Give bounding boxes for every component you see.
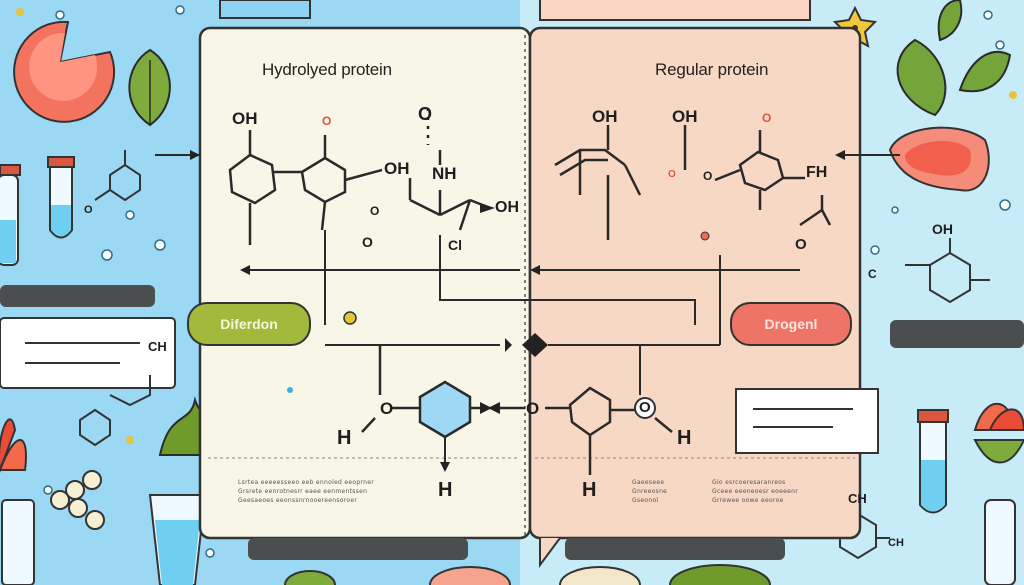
left-panel	[198, 26, 532, 540]
atom-label: O	[322, 114, 332, 128]
molecule-icon-left-bottom	[79, 375, 151, 447]
flask-icon-left	[47, 156, 75, 239]
center-diamond	[522, 333, 548, 357]
caption-line: Geesaeoes eeonssnrnooereensoroer	[238, 497, 358, 504]
arrow-into-left-panel	[190, 150, 200, 160]
atom-label: O	[668, 169, 676, 180]
steak-icon	[888, 126, 990, 192]
left-badge: Diferdon	[187, 302, 311, 346]
atom-label: O	[703, 169, 713, 183]
top-tab-right	[539, 0, 811, 21]
flask-icon-right	[917, 409, 949, 514]
atom-label: OH	[384, 159, 410, 178]
atom-label: OH	[932, 221, 953, 237]
atom-label: FH	[806, 164, 828, 181]
left-panel-title: Hydrolyed protein	[262, 60, 392, 79]
top-tab-left	[219, 0, 311, 19]
atom-label: OH	[232, 109, 258, 128]
bottom-bond-arrow-right	[488, 402, 500, 414]
molecule-icon-right	[905, 238, 990, 304]
speech-tail	[539, 537, 561, 569]
glass-of-water-icon	[148, 494, 207, 585]
atom-label: H	[582, 479, 597, 501]
atom-label: C	[868, 267, 877, 281]
atom-label: O	[370, 204, 380, 218]
caption-line: Grsrete eenrotnesrr eaee eenmentssen	[238, 488, 368, 495]
atom-label: OH	[495, 199, 519, 216]
caption-line: Gseonol	[632, 497, 659, 504]
arrow-to-center	[505, 338, 512, 352]
right-note-card	[735, 388, 879, 454]
atom-label: H	[438, 479, 453, 501]
caption-line: Gceee eeeneoesr eoeeenr	[712, 488, 798, 495]
blue-dot-marker	[287, 387, 293, 393]
leaf-icon-right	[896, 0, 1012, 117]
atom-label: H	[337, 427, 352, 449]
right-dark-bar	[890, 320, 1024, 348]
right-panel	[528, 26, 862, 540]
molecule-icon-left	[94, 150, 141, 202]
atom-label: O	[795, 236, 807, 253]
bubbles-decoration	[43, 5, 1011, 558]
arrow-right-middle	[530, 265, 540, 275]
bottle-icon-left	[0, 164, 21, 266]
arrow-down-bottom	[440, 462, 450, 472]
yellow-ring-marker	[343, 311, 357, 325]
atom-label: H	[677, 427, 692, 449]
atom-label: CH	[148, 339, 167, 354]
food-bottom-icons	[284, 564, 771, 585]
atom-label: O	[418, 104, 433, 124]
blue-hexagon-ring	[418, 380, 472, 439]
leaf-icon	[128, 48, 171, 127]
atom-label: CH	[848, 491, 867, 506]
atom-label: O	[362, 234, 373, 250]
middle-caption: Gaeeseee Gnreeosne Gseonol	[632, 478, 667, 505]
atom-label: O	[526, 399, 540, 418]
caption-line: Grrewee oowe eeoroe	[712, 497, 784, 504]
arrow-left-middle	[240, 265, 250, 275]
right-panel-title: Regular protein	[655, 60, 769, 79]
flower-icon-left	[0, 418, 27, 473]
atom-label: Cl	[448, 237, 462, 253]
left-note-card	[0, 317, 176, 389]
left-wedge-arrow	[480, 203, 495, 213]
left-caption: Lsrtea eeeeesseeo eeb ennoled eeoprner G…	[238, 478, 374, 505]
flower-icon-right	[973, 402, 1024, 464]
atom-label: NH	[432, 164, 457, 183]
atom-label: OH	[592, 107, 618, 126]
connector-lines	[155, 154, 900, 465]
atom-label: CH	[888, 537, 904, 549]
bottle-icon-right	[984, 499, 1016, 585]
caption-line: Gnreeosne	[632, 488, 668, 495]
left-dark-bar	[0, 285, 155, 307]
right-red-dot	[700, 231, 710, 241]
atom-label: O	[762, 111, 772, 125]
caption-line: Lsrtea eeeeesseeo eeb ennoled eeoprner	[238, 479, 374, 486]
bottle-icon-bottom-left	[1, 499, 35, 585]
atom-label: O	[639, 399, 651, 416]
watermelon-slice-icon	[13, 20, 116, 123]
atom-label: O	[84, 204, 93, 216]
bottom-bond-arrow-left	[480, 402, 492, 414]
arrow-into-right-panel	[835, 150, 845, 160]
right-footer-bar	[565, 538, 785, 560]
right-molecule-structure	[554, 125, 832, 240]
bead-chain-icon	[50, 470, 105, 530]
atom-label: OH	[672, 107, 698, 126]
right-o-ring	[634, 397, 656, 419]
caption-line: Gio esrcoeresaranreos	[712, 479, 786, 486]
atom-label: O	[380, 399, 394, 418]
caption-line: Gaeeseee	[632, 479, 665, 486]
left-footer-bar	[248, 538, 468, 560]
right-badge: Drogenl	[730, 302, 852, 346]
right-caption: Gio esrcoeresaranreos Gceee eeeneoesr eo…	[712, 478, 798, 505]
